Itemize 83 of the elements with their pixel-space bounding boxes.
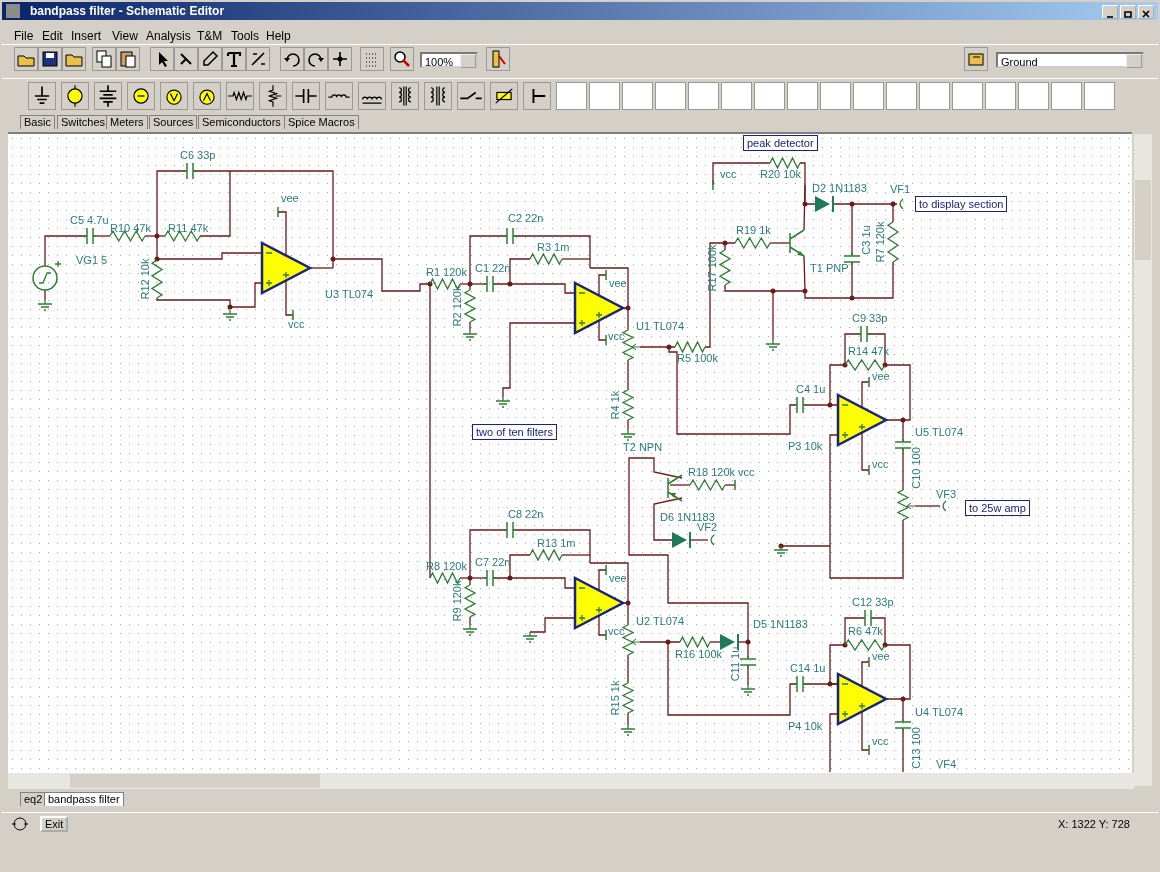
component-label: R3 1m xyxy=(537,241,570,253)
component-label: vcc xyxy=(738,466,755,478)
tab: Sources xyxy=(149,115,198,129)
component-label: VF2 xyxy=(697,521,718,533)
component-label: R9 120k xyxy=(451,580,463,622)
sheet-tab: bandpass filter xyxy=(44,792,124,806)
component-label: R11 47k xyxy=(168,222,209,234)
component-label: C12 33p xyxy=(852,596,894,608)
component-label: C8 22n xyxy=(508,508,544,520)
menu-item: Insert xyxy=(71,29,101,43)
menu-item: Tools xyxy=(231,29,259,43)
component-label: vcc xyxy=(608,625,625,637)
component-label: R7 120k xyxy=(874,221,886,263)
sheet-tab: eq2 xyxy=(20,792,47,806)
component-label: D5 1N1183 xyxy=(753,618,808,630)
dropdown: 100% xyxy=(420,52,478,68)
component-label: R13 1m xyxy=(537,537,576,549)
component-label: C5 4.7u xyxy=(70,214,109,226)
component-label: R5 100k xyxy=(677,352,718,364)
menu-item: T&M xyxy=(197,29,223,43)
component-label: C3 1u xyxy=(860,225,872,255)
tab: Semiconductors xyxy=(198,115,285,129)
component-label: R1 120k xyxy=(426,266,467,278)
component-label: vee xyxy=(609,277,627,289)
component-label: VF1 xyxy=(890,183,911,195)
menu-item: View xyxy=(112,29,138,43)
component-label: VG1 5 xyxy=(76,254,108,266)
component-label: R17 100k xyxy=(706,244,718,292)
component-label: U4 TL074 xyxy=(915,706,964,718)
component-label: D2 1N1183 xyxy=(812,182,867,194)
component-label: vcc xyxy=(608,330,625,342)
component-label: P4 10k xyxy=(788,720,823,732)
menu-item: Analysis xyxy=(146,29,191,43)
component-label: U1 TL074 xyxy=(636,320,685,332)
component-label: U2 TL074 xyxy=(636,615,685,627)
component-label: R6 47k xyxy=(848,625,883,637)
component-label: vee xyxy=(872,650,890,662)
component-label: vcc xyxy=(872,735,889,747)
tab: Spice Macros xyxy=(284,115,359,129)
exit-button: Exit xyxy=(40,816,69,832)
component-label: C10 100 xyxy=(910,447,922,489)
component-label: vcc xyxy=(872,458,889,470)
text-box: to display section xyxy=(915,196,1008,212)
component-label: C11 1u xyxy=(729,646,741,682)
component-label: R10 47k xyxy=(110,222,151,234)
component-label: R12 10k xyxy=(139,258,151,300)
component-label: R2 120k xyxy=(451,285,463,327)
component-label: T2 NPN xyxy=(623,441,663,453)
tab: Meters xyxy=(106,115,148,129)
menu-item: Help xyxy=(266,29,291,43)
component-label: R20 10k xyxy=(760,168,801,180)
component-label: vee xyxy=(872,370,890,382)
component-label: C9 33p xyxy=(852,312,888,324)
component-label: R16 100k xyxy=(675,648,723,660)
component-label: VF4 xyxy=(936,758,957,770)
component-label: vee xyxy=(281,192,299,204)
component-label: C6 33p xyxy=(180,149,216,161)
component-label: VF3 xyxy=(936,488,957,500)
text-box: two of ten filters xyxy=(472,424,558,440)
component-label: vcc xyxy=(288,318,305,330)
component-label: vcc xyxy=(720,168,737,180)
component-label: R18 120k xyxy=(688,466,736,478)
component-label: C4 1u xyxy=(796,383,826,395)
component-label: R19 1k xyxy=(736,224,771,236)
component-label: T1 PNP xyxy=(810,262,849,274)
component-label: U5 TL074 xyxy=(915,426,964,438)
text-box: to 25w amp xyxy=(965,500,1030,516)
menu-item: Edit xyxy=(42,29,63,43)
component-label: C13 100 xyxy=(910,727,922,769)
component-label: R4 1k xyxy=(609,390,621,420)
component-label: R15 1k xyxy=(609,680,621,716)
tab: Basic xyxy=(20,115,55,129)
window-title: bandpass filter - Schematic Editor xyxy=(30,4,225,18)
cursor-coordinates: X: 1322 Y: 728 xyxy=(1058,818,1130,830)
component-label: D6 1N1183 xyxy=(660,511,715,523)
dropdown: Ground xyxy=(996,52,1144,68)
component-label: C2 22n xyxy=(508,212,544,224)
text-box: peak detector xyxy=(743,135,818,151)
component-label: P3 10k xyxy=(788,440,823,452)
component-label: vee xyxy=(609,572,627,584)
menu-item: File xyxy=(14,29,34,43)
component-label: U3 TL074 xyxy=(325,288,374,300)
component-label: C14 1u xyxy=(790,662,826,674)
